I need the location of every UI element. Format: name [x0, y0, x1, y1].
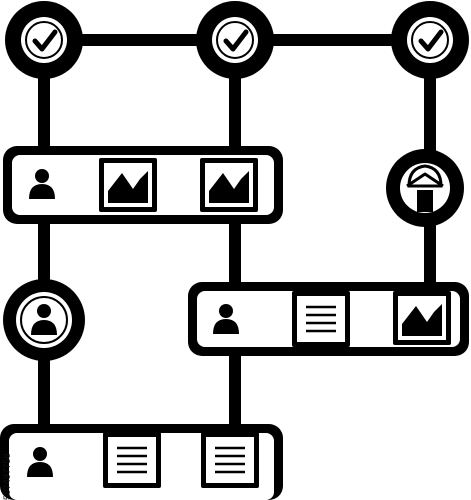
- house-icon: [406, 164, 444, 212]
- checkmark-icon: [391, 1, 469, 79]
- checkmark-icon: [196, 1, 274, 79]
- connector-lines: [38, 34, 436, 440]
- image-icon: [200, 158, 258, 212]
- checkmark-icon: [5, 1, 83, 79]
- user-icon: [31, 304, 57, 335]
- document-icon: [101, 430, 163, 490]
- stock-id: 507497758: [2, 453, 12, 500]
- card-3: [0, 424, 283, 500]
- user-node: [3, 279, 85, 361]
- document-icon: [199, 430, 261, 490]
- image-icon: [393, 291, 451, 345]
- image-icon: [99, 158, 157, 212]
- house-node: [386, 149, 464, 227]
- card-1: [3, 146, 283, 224]
- document-icon: [290, 289, 352, 349]
- card-2: [188, 282, 469, 356]
